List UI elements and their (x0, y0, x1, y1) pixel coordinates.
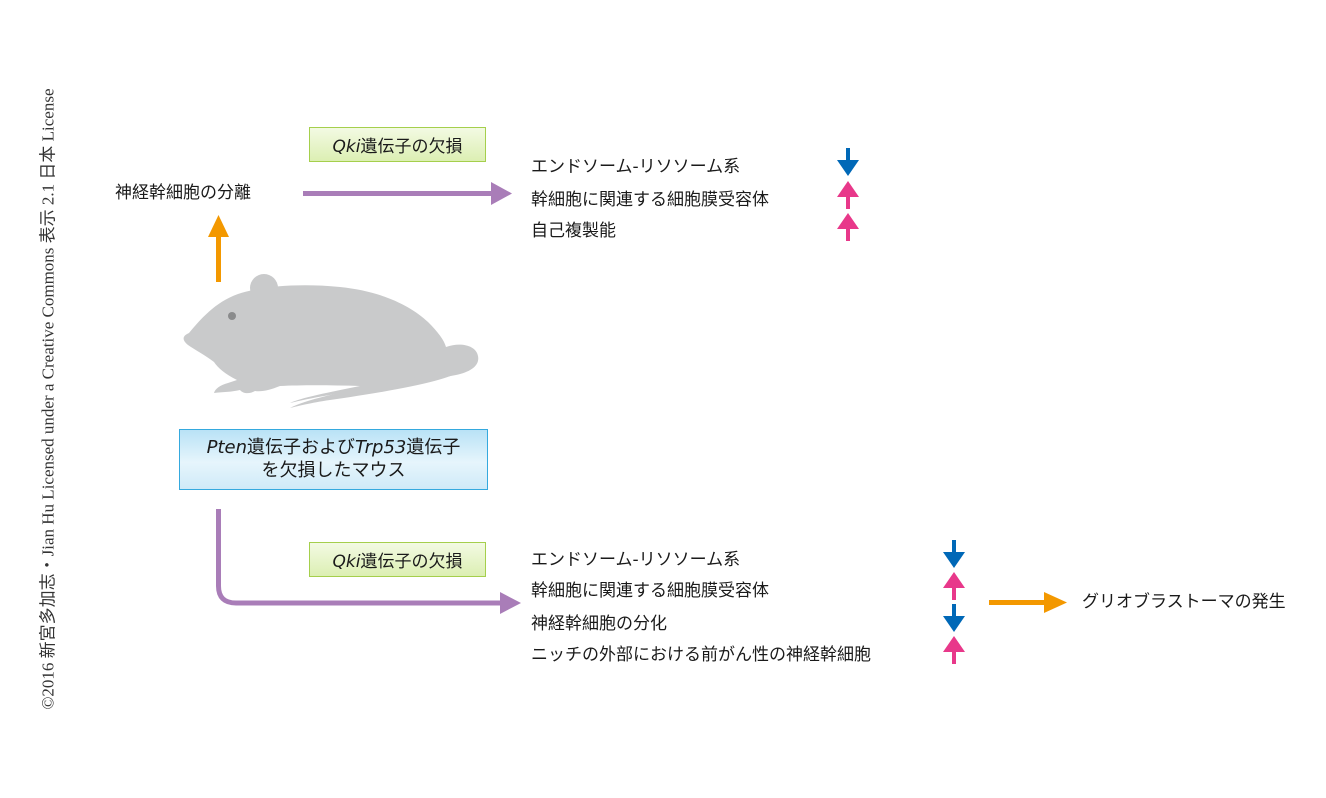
up-arrow-icon (837, 213, 859, 241)
top-effect-3: 自己複製能 (531, 221, 616, 241)
bottom-effect-4: ニッチの外部における前がん性の神経幹細胞 (531, 645, 871, 665)
trp53-gene-name: Trp53 (355, 437, 407, 458)
down-arrow-icon (837, 148, 859, 176)
purple-right-arrow-icon-top (303, 182, 512, 205)
up-arrow-icon (943, 636, 965, 664)
top-effect-1: エンドソーム-リソソーム系 (531, 157, 741, 177)
pten-gene-name: Pten (206, 437, 248, 458)
mouse-box-text-a: 遺伝子および (247, 437, 356, 458)
orange-right-arrow-icon (989, 592, 1067, 613)
neural-stem-cell-isolation-label: 神経幹細胞の分離 (115, 183, 251, 203)
pten-trp53-mouse-box: Pten遺伝子およびTrp53遺伝子 を欠損したマウス (179, 429, 488, 490)
top-effect-2: 幹細胞に関連する細胞膜受容体 (531, 190, 769, 210)
glioblastoma-outcome-label: グリオブラストーマの発生 (1082, 592, 1286, 612)
down-arrow-icon (943, 604, 965, 632)
mouse-box-line2: を欠損したマウス (261, 459, 406, 481)
qki-deletion-box-bottom: Qki遺伝子の欠損 (309, 542, 486, 577)
qki-deletion-text: 遺伝子の欠損 (360, 137, 463, 157)
orange-up-arrow-icon (208, 215, 229, 282)
mouse-box-line1: Pten遺伝子およびTrp53遺伝子 (207, 437, 461, 460)
bottom-effect-3: 神経幹細胞の分化 (531, 614, 667, 634)
qki-deletion-text: 遺伝子の欠損 (360, 552, 463, 572)
up-arrow-icon (837, 181, 859, 209)
mouse-box-text-b: 遺伝子 (406, 437, 461, 458)
down-arrow-icon (943, 540, 965, 568)
up-arrow-icon (943, 572, 965, 600)
mouse-icon (183, 274, 479, 408)
bottom-effect-2: 幹細胞に関連する細胞膜受容体 (531, 581, 769, 601)
purple-elbow-arrow-icon-bottom (216, 509, 521, 614)
qki-deletion-box-top: Qki遺伝子の欠損 (309, 127, 486, 162)
qki-gene-name: Qki (332, 552, 361, 572)
qki-gene-name: Qki (332, 137, 361, 157)
bottom-effect-1: エンドソーム-リソソーム系 (531, 550, 741, 570)
